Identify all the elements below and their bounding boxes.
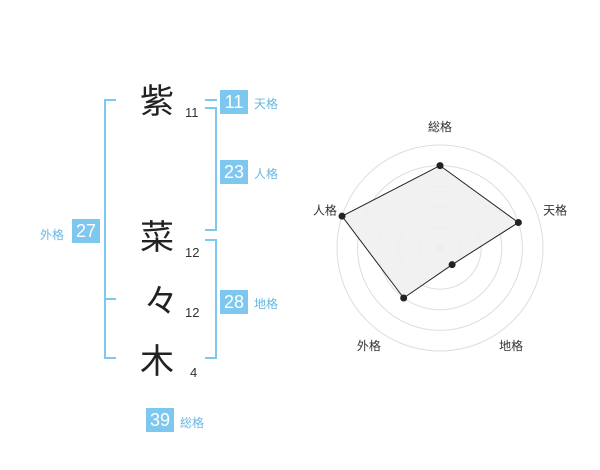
gaikaku-value-badge: 27 [72, 219, 100, 243]
stroke-count-3: 12 [185, 305, 200, 320]
radar-point-1 [436, 162, 444, 170]
gaikaku-bracket-bottom [104, 357, 116, 359]
jinkaku-bracket-vertical [215, 107, 217, 231]
radar-area [341, 165, 520, 299]
stroke-count-1: 11 [185, 105, 199, 120]
tenkaku-value-badge: 11 [220, 90, 248, 114]
chikaku-bracket-vertical [215, 239, 217, 359]
name-char-3: 々 [144, 282, 178, 322]
name-char-1: 紫 [140, 82, 174, 122]
radar-point-3 [448, 261, 456, 269]
chikaku-value-badge: 28 [220, 290, 248, 314]
name-char-2: 菜 [140, 218, 174, 258]
gaikaku-bracket-top [104, 99, 116, 101]
tenkaku-bracket [205, 99, 217, 101]
radar-ring [336, 144, 544, 352]
jinkaku-value-badge: 23 [220, 160, 248, 184]
gaikaku-bracket-mid [104, 298, 116, 300]
radar-point-4 [400, 294, 408, 302]
radar-points [338, 162, 522, 302]
soukaku-value-badge: 39 [146, 408, 174, 432]
jinkaku-bracket-top [205, 107, 217, 109]
radar-axis-label-2: 天格 [543, 203, 567, 218]
stroke-count-4: 4 [190, 365, 198, 380]
chikaku-bracket-top [205, 239, 217, 241]
gaikaku-bracket-vertical [104, 99, 106, 359]
chikaku-label: 地格 [254, 297, 279, 311]
jinkaku-label: 人格 [254, 167, 279, 181]
radar-axis-label-1: 総格 [428, 119, 452, 134]
gaikaku-label: 外格 [40, 228, 65, 242]
soukaku-label: 総格 [180, 416, 205, 430]
radar-axis-label-3: 地格 [499, 338, 523, 353]
radar-axis-label-5: 人格 [313, 203, 337, 218]
jinkaku-bracket-bottom [205, 229, 217, 231]
tenkaku-label: 天格 [254, 97, 279, 111]
name-char-4: 木 [140, 342, 174, 382]
stroke-count-2: 12 [185, 245, 200, 260]
chikaku-bracket-bottom [205, 357, 217, 359]
radar-point-5 [338, 212, 346, 220]
radar-axis-label-4: 外格 [357, 338, 381, 353]
radar-point-2 [514, 219, 522, 227]
